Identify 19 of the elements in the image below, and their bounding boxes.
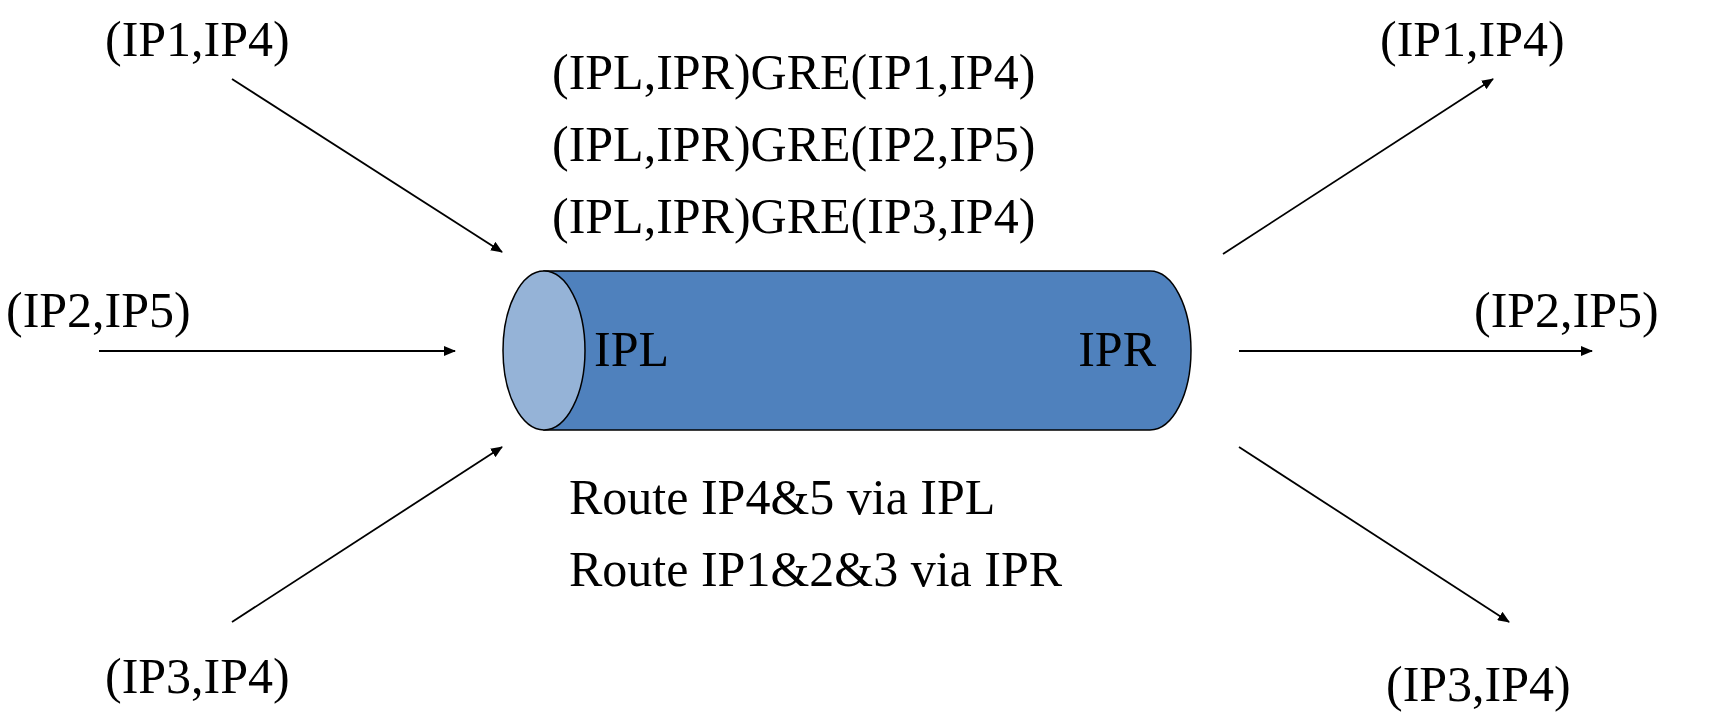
address-pair: (IP1,IP4) [105, 11, 290, 67]
endpoint-label: IPR [1078, 320, 1156, 377]
arrow [1238, 346, 1593, 356]
encapsulation-label: (IPL,IPR)GRE(IP2,IP5) [552, 116, 1036, 172]
encapsulation-label: (IPL,IPR)GRE(IP3,IP4) [552, 188, 1036, 244]
arrow [231, 446, 503, 623]
address-pair: (IP1,IP4) [1380, 11, 1565, 67]
endpoint-label: IPL [594, 320, 669, 377]
address-pair: (IP3,IP4) [105, 648, 290, 704]
address-pair: (IP2,IP5) [6, 282, 191, 338]
encapsulation-label: (IPL,IPR)GRE(IP1,IP4) [552, 44, 1036, 100]
routing-note: Route IP4&5 via IPL [569, 469, 996, 525]
routing-note: Route IP1&2&3 via IPR [569, 541, 1063, 597]
arrow [98, 346, 456, 356]
address-pair: (IP3,IP4) [1386, 656, 1571, 712]
address-pair: (IP2,IP5) [1474, 282, 1659, 338]
arrow [231, 78, 503, 253]
arrow [1238, 446, 1510, 623]
arrow [1222, 78, 1494, 255]
